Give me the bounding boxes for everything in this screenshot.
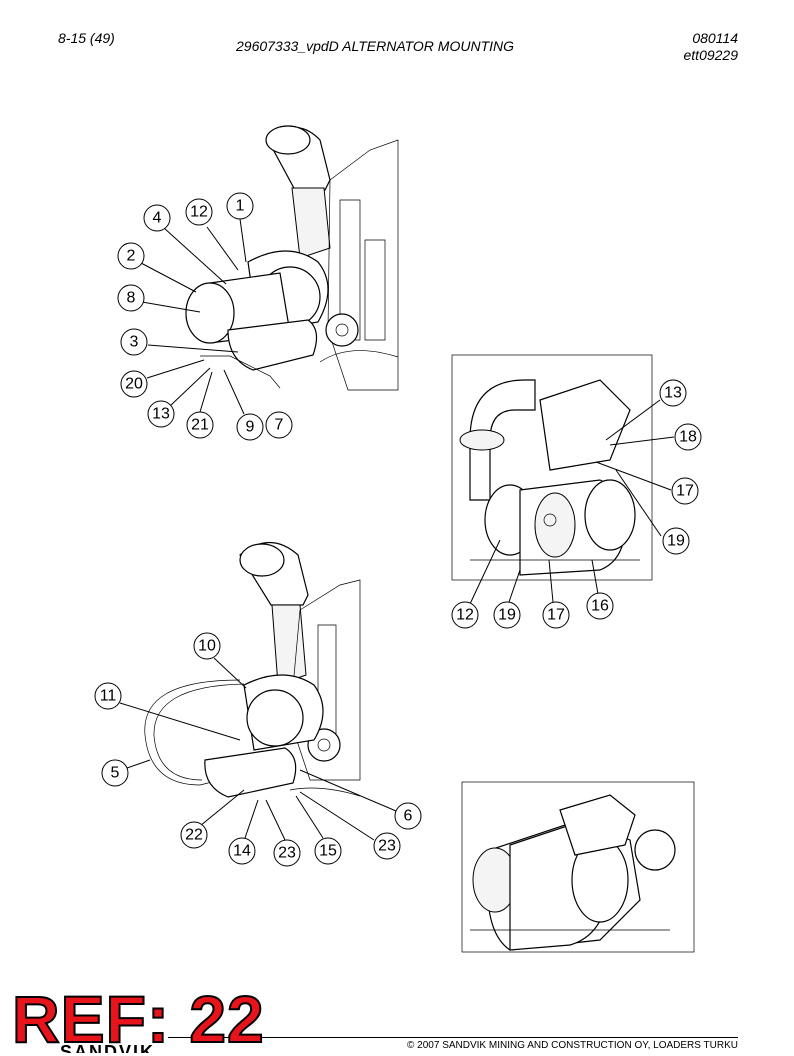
svg-text:4: 4 <box>153 210 162 227</box>
svg-text:5: 5 <box>111 765 120 782</box>
figure-1-drawing <box>185 125 399 391</box>
sandvik-logo: SANDVIK <box>60 1042 156 1053</box>
callout-6: 6 <box>394 802 422 830</box>
callout-4: 4 <box>143 204 171 232</box>
svg-text:12: 12 <box>456 607 474 624</box>
figure-4-drawing <box>461 781 695 953</box>
figure-1-leaders <box>140 218 247 415</box>
callout-23: 23 <box>373 832 401 860</box>
callout-1: 1 <box>226 192 254 220</box>
ref-stamp: REF: 22 <box>11 982 265 1056</box>
callout-12: 12 <box>451 601 479 629</box>
svg-text:7: 7 <box>275 417 284 434</box>
svg-text:2: 2 <box>127 248 136 265</box>
page-title: 29607333_vpdD ALTERNATOR MOUNTING <box>236 38 515 54</box>
callout-14: 14 <box>228 837 256 865</box>
callout-16: 16 <box>586 592 614 620</box>
svg-text:22: 22 <box>185 827 203 844</box>
svg-text:23: 23 <box>378 838 396 855</box>
callout-18: 18 <box>674 423 702 451</box>
figure-2-leaders <box>469 399 675 605</box>
figure-3-drawing <box>144 542 361 798</box>
svg-text:8: 8 <box>127 290 136 307</box>
svg-text:14: 14 <box>233 843 251 860</box>
svg-text:17: 17 <box>547 607 565 624</box>
callout-12: 12 <box>185 198 213 226</box>
callout-15: 15 <box>314 837 342 865</box>
callout-22: 22 <box>180 821 208 849</box>
svg-text:19: 19 <box>667 533 685 550</box>
svg-text:19: 19 <box>498 607 516 624</box>
svg-text:1: 1 <box>236 198 245 215</box>
svg-text:11: 11 <box>100 688 117 705</box>
figure-3-leaders <box>119 657 397 841</box>
figure-2-drawing <box>451 354 653 581</box>
svg-text:13: 13 <box>152 406 170 423</box>
callout-7: 7 <box>265 411 293 439</box>
footer-divider <box>168 1037 738 1038</box>
svg-text:6: 6 <box>404 808 413 825</box>
callout-17: 17 <box>671 477 699 505</box>
callout-21: 21 <box>186 411 214 439</box>
callout-13: 13 <box>659 379 687 407</box>
svg-text:10: 10 <box>198 638 216 655</box>
callout-8: 8 <box>117 284 145 312</box>
svg-text:12: 12 <box>190 204 208 221</box>
figure-2-callouts: 13 18 17 19 12 19 17 16 <box>451 379 702 629</box>
callout-5: 5 <box>101 759 129 787</box>
svg-text:20: 20 <box>125 376 143 393</box>
callout-10: 10 <box>193 632 221 660</box>
svg-text:18: 18 <box>679 429 697 446</box>
figure-3-callouts: 10 11 5 6 22 14 23 15 23 <box>94 632 422 867</box>
page-number: 8-15 (49) <box>58 30 115 46</box>
callout-2: 2 <box>117 242 145 270</box>
document-code: 080114 ett09229 <box>684 30 739 64</box>
svg-text:9: 9 <box>246 419 255 436</box>
copyright-text: © 2007 SANDVIK MINING AND CONSTRUCTION O… <box>407 1040 738 1051</box>
callout-17: 17 <box>542 601 570 629</box>
callout-23: 23 <box>273 839 301 867</box>
document-date-code: 080114 <box>692 30 738 46</box>
callout-19: 19 <box>493 601 521 629</box>
figure-1-callouts: 1 12 4 2 8 3 20 13 21 9 7 <box>117 192 293 441</box>
callout-20: 20 <box>120 370 148 398</box>
callout-9: 9 <box>236 413 264 441</box>
svg-text:13: 13 <box>664 385 682 402</box>
callout-13: 13 <box>147 400 175 428</box>
svg-text:15: 15 <box>319 843 337 860</box>
callout-11: 11 <box>94 682 122 710</box>
svg-text:3: 3 <box>130 334 139 351</box>
svg-text:23: 23 <box>278 845 296 862</box>
document-ett-code: ett09229 <box>683 47 739 63</box>
callout-19: 19 <box>662 527 690 555</box>
callout-3: 3 <box>120 328 148 356</box>
svg-text:17: 17 <box>676 483 694 500</box>
svg-text:21: 21 <box>191 417 209 434</box>
svg-text:16: 16 <box>591 598 609 615</box>
